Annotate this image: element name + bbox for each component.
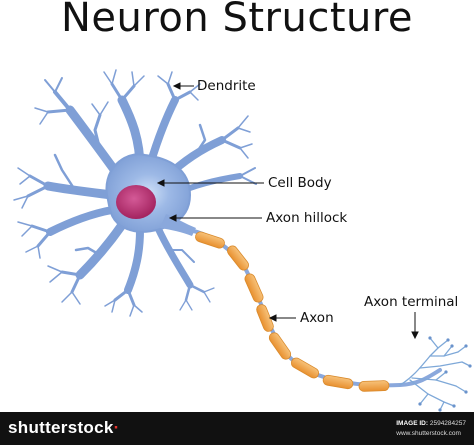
neuron-diagram — [13, 69, 472, 412]
label-axon-hillock: Axon hillock — [266, 210, 348, 226]
nucleus — [116, 185, 156, 219]
myelin-segment — [358, 380, 390, 392]
axon-terminal-arrowhead — [411, 331, 419, 340]
axon-hillock — [160, 214, 196, 236]
image-id-label: IMAGE ID: — [396, 420, 429, 427]
axon-terminals — [399, 337, 471, 411]
label-cell-body: Cell Body — [268, 175, 332, 191]
site-url[interactable]: www.shutterstock.com — [396, 430, 461, 437]
brand-mark: · — [113, 418, 120, 437]
brand-name: shutterstock — [8, 418, 114, 437]
myelin-segment — [244, 273, 264, 303]
image-id: 2594284257 — [429, 420, 466, 427]
myelin-segment — [322, 374, 354, 390]
myelin-segment — [195, 231, 225, 249]
myelin-segment — [290, 357, 320, 379]
label-axon: Axon — [300, 310, 334, 326]
footer-bar: shutterstock· IMAGE ID: 2594284257 www.s… — [0, 412, 474, 445]
label-axon-terminal: Axon terminal — [364, 294, 459, 310]
brand-logo[interactable]: shutterstock· — [8, 418, 120, 438]
label-dendrite: Dendrite — [197, 78, 256, 94]
myelin-segment — [227, 245, 249, 271]
image-meta: IMAGE ID: 2594284257 www.shutterstock.co… — [396, 419, 466, 439]
axon-arrowhead — [268, 314, 277, 322]
dendrite-arrowhead — [172, 82, 181, 90]
page-title: Neuron Structure — [60, 0, 414, 41]
cell-body-arrowhead — [156, 179, 165, 187]
myelin-sheath — [195, 231, 390, 392]
myelin-segment — [256, 304, 274, 332]
myelin-segment — [268, 332, 292, 360]
axon-hillock-arrowhead — [168, 214, 177, 222]
terminal-boutons — [418, 336, 472, 412]
